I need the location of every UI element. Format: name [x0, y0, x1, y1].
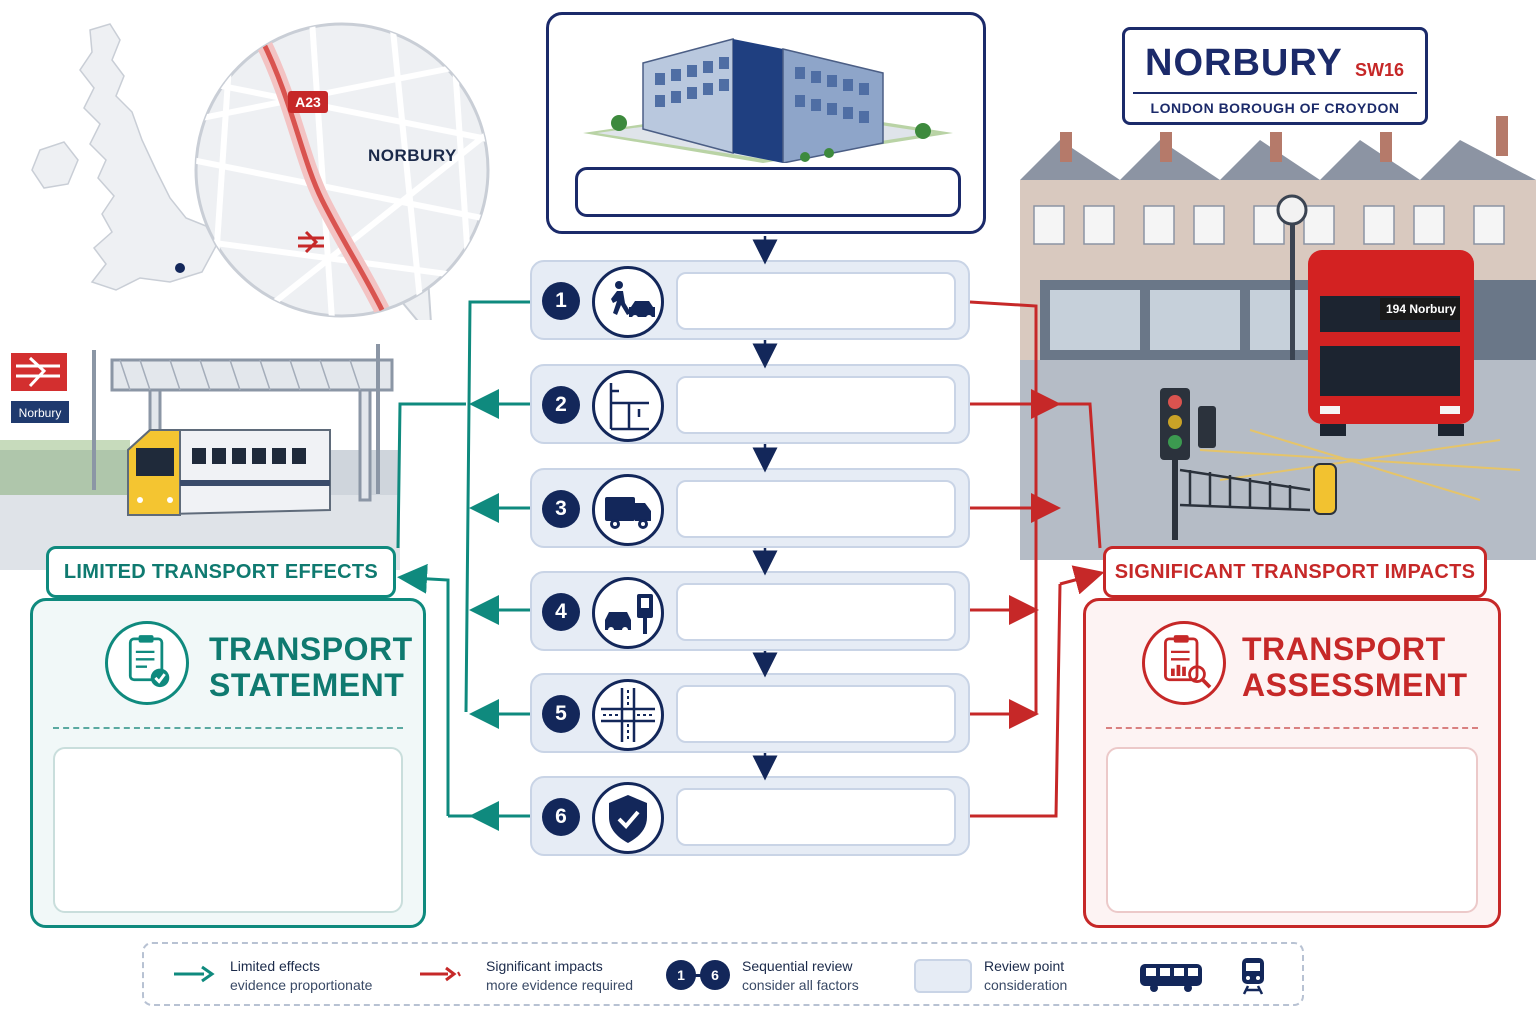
legend-review-title: Review point — [984, 958, 1065, 974]
legend-sequential: Sequential review consider all factors — [742, 957, 859, 995]
train-illustration — [127, 429, 331, 517]
transport-statement-title: TRANSPORT STATEMENT — [209, 631, 413, 703]
step-number: 4 — [542, 593, 580, 631]
step-4-input[interactable] — [676, 583, 956, 641]
teal-arrow-icon — [174, 965, 215, 983]
title-line-2: STATEMENT — [209, 667, 405, 703]
legend-review-desc: consideration — [984, 977, 1068, 993]
clipboard-check-icon — [105, 621, 189, 705]
safety-shield-icon — [592, 782, 664, 854]
legend-significant: Significant impacts more evidence requir… — [486, 957, 633, 995]
title-line-2: ASSESSMENT — [1242, 667, 1468, 703]
review-step-6: 6 — [530, 776, 970, 856]
step-1-input[interactable] — [676, 272, 956, 330]
legend-badge-end: 6 — [700, 960, 730, 990]
red-arrow-icon — [420, 966, 461, 982]
clipboard-analysis-icon — [1142, 621, 1226, 705]
step-number: 3 — [542, 490, 580, 528]
legend-badge-connector — [692, 974, 702, 977]
title-line-1: TRANSPORT — [1242, 631, 1446, 667]
step-number: 5 — [542, 695, 580, 733]
legend-significant-desc: more evidence required — [486, 977, 634, 993]
norbury-street-illustration — [1020, 110, 1536, 560]
step-5-input[interactable] — [676, 685, 956, 743]
transport-assessment-panel: TRANSPORT ASSESSMENT — [1083, 598, 1501, 928]
norbury-location-dot — [175, 263, 185, 273]
step-number: 6 — [542, 798, 580, 836]
legend-limited-desc: evidence proportionate — [230, 977, 373, 993]
office-building-icon — [583, 38, 953, 163]
legend-review: Review point consideration — [984, 957, 1067, 995]
review-point-swatch — [914, 959, 972, 993]
step-number: 1 — [542, 282, 580, 320]
map-area-label: NORBURY — [368, 146, 457, 165]
review-step-2: 2 — [530, 364, 970, 444]
train-icon — [1242, 958, 1264, 995]
parking-icon — [592, 577, 664, 649]
title-line-1: TRANSPORT — [209, 631, 413, 667]
uk-map-illustration — [31, 23, 217, 291]
legend-limited: Limited effects evidence proportionate — [230, 957, 372, 995]
legend-sequential-title: Sequential review — [742, 958, 853, 974]
limited-effects-label: LIMITED TRANSPORT EFFECTS — [46, 546, 396, 598]
step-6-input[interactable] — [676, 788, 956, 846]
postcode: SW16 — [1355, 60, 1405, 80]
red-bus-illustration — [1308, 250, 1474, 436]
development-description-field[interactable] — [575, 167, 961, 217]
sign-divider — [1133, 92, 1417, 94]
step-3-input[interactable] — [676, 480, 956, 538]
site-layout-icon — [592, 370, 664, 442]
norbury-station-illustration — [0, 330, 400, 570]
transport-statement-panel: TRANSPORT STATEMENT — [30, 598, 426, 928]
review-step-3: 3 — [530, 468, 970, 548]
transport-assessment-field[interactable] — [1106, 747, 1478, 913]
bus-destination-display: 194 Norbury — [1380, 298, 1460, 320]
place-name: NORBURY — [1145, 42, 1343, 84]
development-proposal-box — [546, 12, 986, 234]
significant-impacts-label: SIGNIFICANT TRANSPORT IMPACTS — [1103, 546, 1487, 598]
legend: Limited effects evidence proportionate S… — [142, 942, 1304, 1006]
review-step-1: 1 — [530, 260, 970, 340]
rail-symbol-icon — [298, 230, 324, 254]
borough-name: LONDON BOROUGH OF CROYDON — [1150, 100, 1400, 116]
review-step-4: 4 — [530, 571, 970, 651]
legend-sequential-desc: consider all factors — [742, 977, 859, 993]
step-2-input[interactable] — [676, 376, 956, 434]
legend-significant-title: Significant impacts — [486, 958, 603, 974]
a23-road-label: A23 — [288, 91, 328, 113]
legend-limited-title: Limited effects — [230, 958, 321, 974]
transport-statement-field[interactable] — [53, 747, 403, 913]
norbury-street-sign: NORBURY SW16 LONDON BOROUGH OF CROYDON — [1122, 27, 1428, 125]
transport-assessment-title: TRANSPORT ASSESSMENT — [1242, 631, 1467, 703]
delivery-truck-icon — [592, 474, 664, 546]
panel-divider — [53, 727, 403, 729]
pedestrian-car-icon — [592, 266, 664, 338]
panel-divider — [1106, 727, 1478, 729]
review-step-5: 5 — [530, 673, 970, 753]
station-name-sign: Norbury — [10, 400, 70, 424]
norbury-street-map — [194, 22, 490, 320]
legend-badge-start: 1 — [666, 960, 696, 990]
step-number: 2 — [542, 386, 580, 424]
bus-icon — [1140, 964, 1202, 992]
junction-icon — [592, 679, 664, 751]
